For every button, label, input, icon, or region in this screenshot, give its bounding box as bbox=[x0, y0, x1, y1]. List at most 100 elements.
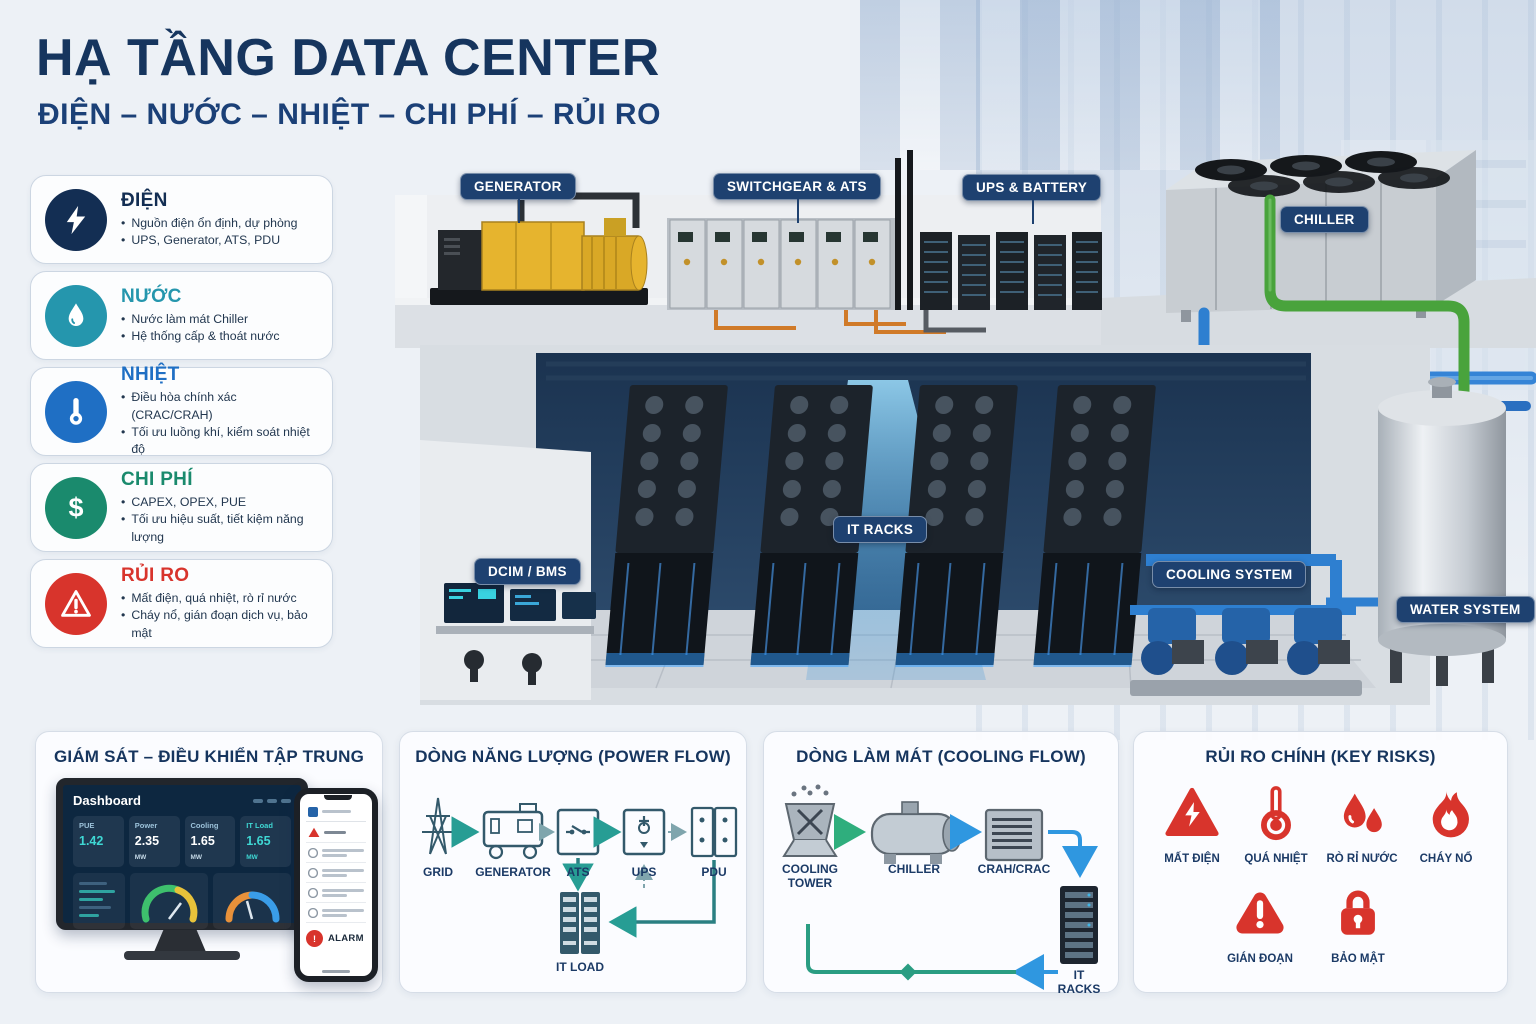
list-row bbox=[306, 863, 366, 883]
node-label-it-racks: IT RACKS bbox=[1057, 968, 1101, 997]
crah-crac-icon bbox=[984, 808, 1044, 862]
monitoring-panel-title: GIÁM SÁT – ĐIỀU KHIỂN TẬP TRUNG bbox=[53, 747, 365, 766]
warning-icon bbox=[45, 572, 107, 635]
cooling-flow-title: DÒNG LÀM MÁT (COOLING FLOW) bbox=[796, 747, 1086, 766]
grid-icon bbox=[422, 797, 454, 855]
switchgear-3d bbox=[667, 218, 986, 334]
list-row bbox=[306, 883, 366, 903]
power-outage-icon bbox=[1165, 787, 1219, 836]
card-title: NHIỆT bbox=[121, 364, 180, 386]
risk-qua-nhiet: QUÁ NHIỆT bbox=[1231, 784, 1321, 865]
dashboard-monitor: Dashboard PUE 1.42 Power 2.35 MW Cooling… bbox=[56, 778, 308, 930]
cooling-flow-panel: DÒNG LÀM MÁT (COOLING FLOW) bbox=[763, 731, 1119, 996]
status-list-widget bbox=[73, 873, 125, 929]
app-logo-icon bbox=[308, 806, 318, 817]
svg-text:$: $ bbox=[69, 492, 84, 522]
key-risks-title: RỦI RO CHÍNH (KEY RISKS) bbox=[1205, 747, 1436, 766]
dashboard-title: Dashboard bbox=[73, 793, 141, 808]
page-title: HẠ TẦNG DATA CENTER bbox=[36, 29, 660, 87]
card-ruiro: RỦI RO •Mất điện, quá nhiệt, rò rỉ nước … bbox=[30, 559, 333, 648]
label-generator: GENERATOR bbox=[460, 173, 576, 223]
ups-battery-3d bbox=[920, 232, 1102, 310]
risk-gian-doan: GIÁN ĐOẠN bbox=[1215, 884, 1305, 965]
lightning-icon bbox=[45, 188, 107, 251]
card-bullet: Nước làm mát Chiller bbox=[131, 311, 249, 326]
scene-svg bbox=[395, 140, 1536, 705]
node-label-cooling-tower: COOLING TOWER bbox=[782, 862, 838, 891]
gauge-widget-1 bbox=[130, 873, 208, 929]
cooling-tower-icon bbox=[782, 784, 838, 857]
node-label-generator: GENERATOR bbox=[475, 865, 551, 879]
node-label-crah-crac: CRAH/CRAC bbox=[977, 862, 1051, 876]
alarm-bell-icon: ! bbox=[306, 930, 323, 947]
alarm-button: ! ALARM bbox=[306, 923, 366, 947]
card-chiphi: $ CHI PHÍ •CAPEX, OPEX, PUE •Tối ưu hiệu… bbox=[30, 463, 333, 552]
card-bullet: Tối ưu luồng khí, kiểm soát nhiệt độ bbox=[131, 425, 310, 457]
node-label-chiller: CHILLER bbox=[888, 862, 940, 876]
card-title: ĐIỆN bbox=[121, 189, 168, 211]
card-title: RỦI RO bbox=[121, 564, 190, 586]
metric-pue: PUE 1.42 bbox=[73, 816, 124, 867]
cable-tray bbox=[895, 150, 913, 310]
overheat-icon bbox=[1261, 786, 1291, 841]
label-cooling-system: COOLING SYSTEM bbox=[1152, 561, 1307, 588]
card-nuoc: NƯỚC •Nước làm mát Chiller •Hệ thống cấp… bbox=[30, 271, 333, 360]
risk-chay-no: CHÁY NỔ bbox=[1401, 784, 1491, 865]
security-icon bbox=[1341, 890, 1375, 935]
label-switchgear-ats: SWITCHGEAR & ATS bbox=[713, 173, 881, 223]
card-bullet: CAPEX, OPEX, PUE bbox=[131, 494, 247, 509]
label-it-racks: IT RACKS bbox=[833, 516, 928, 543]
it-racks-icon bbox=[1060, 886, 1098, 964]
card-bullet: Điều hòa chính xác (CRAC/CRAH) bbox=[131, 390, 237, 422]
card-title: CHI PHÍ bbox=[121, 468, 193, 490]
monitor-stand bbox=[154, 930, 206, 952]
card-bullet: Mất điện, quá nhiệt, rò rỉ nước bbox=[131, 590, 297, 605]
generator-3d bbox=[430, 192, 648, 305]
metric-itload: IT Load 1.65 MW bbox=[240, 816, 291, 867]
water-drop-icon bbox=[45, 284, 107, 347]
node-label-ups: UPS bbox=[631, 865, 657, 879]
ats-icon bbox=[556, 808, 600, 856]
generator-icon bbox=[482, 803, 544, 860]
risk-bao-mat: BẢO MẬT bbox=[1313, 884, 1403, 965]
gauge-widget-2 bbox=[213, 873, 291, 929]
datacenter-3d-illustration: GENERATOR SWITCHGEAR & ATS UPS & BATTERY… bbox=[386, 140, 1536, 720]
thermometer-icon bbox=[45, 380, 107, 443]
card-title: NƯỚC bbox=[121, 285, 182, 307]
page-subtitle: ĐIỆN – NƯỚC – NHIỆT – CHI PHÍ – RỦI RO bbox=[38, 98, 661, 131]
card-bullet: Tối ưu hiệu suất, tiết kiệm năng lượng bbox=[131, 512, 304, 544]
interruption-icon bbox=[1236, 892, 1284, 934]
dollar-icon: $ bbox=[45, 476, 107, 539]
cooling-flow-diagram bbox=[782, 784, 1098, 990]
card-bullet: Hệ thống cấp & thoát nước bbox=[131, 329, 280, 343]
water-leak-icon bbox=[1343, 793, 1382, 833]
label-water-system: WATER SYSTEM bbox=[1396, 596, 1535, 623]
node-label-grid: GRID bbox=[423, 865, 453, 879]
cooling-pumps bbox=[1130, 554, 1362, 696]
label-chiller: CHILLER bbox=[1280, 206, 1369, 233]
phone-home-bar bbox=[322, 970, 350, 973]
key-risks-panel: RỦI RO CHÍNH (KEY RISKS) MẤT ĐIỆN QUÁ NH… bbox=[1133, 731, 1508, 993]
fire-icon bbox=[1432, 790, 1469, 838]
power-flow-title: DÒNG NĂNG LƯỢNG (POWER FLOW) bbox=[415, 747, 731, 766]
card-nhiet: NHIỆT •Điều hòa chính xác (CRAC/CRAH) •T… bbox=[30, 364, 333, 457]
it-load-icon bbox=[560, 892, 600, 954]
card-dien: ĐIỆN •Nguồn điện ổn định, dự phòng •UPS,… bbox=[30, 175, 333, 264]
card-bullet: UPS, Generator, ATS, PDU bbox=[131, 233, 281, 247]
pdu-icon bbox=[690, 806, 738, 858]
risk-mat-dien: MẤT ĐIỆN bbox=[1147, 784, 1237, 865]
power-flow-panel: DÒNG NĂNG LƯỢNG (POWER FLOW) bbox=[399, 731, 747, 993]
list-row bbox=[306, 903, 366, 923]
node-label-ats: ATS bbox=[566, 865, 590, 879]
phone-notch bbox=[324, 795, 352, 800]
list-row bbox=[306, 843, 366, 863]
chiller-icon bbox=[870, 801, 962, 864]
node-label-itload: IT LOAD bbox=[556, 960, 604, 974]
metric-cooling: Cooling 1.65 MW bbox=[184, 816, 236, 867]
metric-power: Power 2.35 MW bbox=[128, 816, 180, 867]
card-bullet: Cháy nổ, gián đoạn dịch vụ, bảo mật bbox=[131, 608, 308, 640]
alerts-phone: ! ALARM bbox=[294, 788, 378, 982]
card-bullet: Nguồn điện ổn định, dự phòng bbox=[131, 215, 298, 230]
chiller-3d bbox=[1166, 150, 1476, 322]
